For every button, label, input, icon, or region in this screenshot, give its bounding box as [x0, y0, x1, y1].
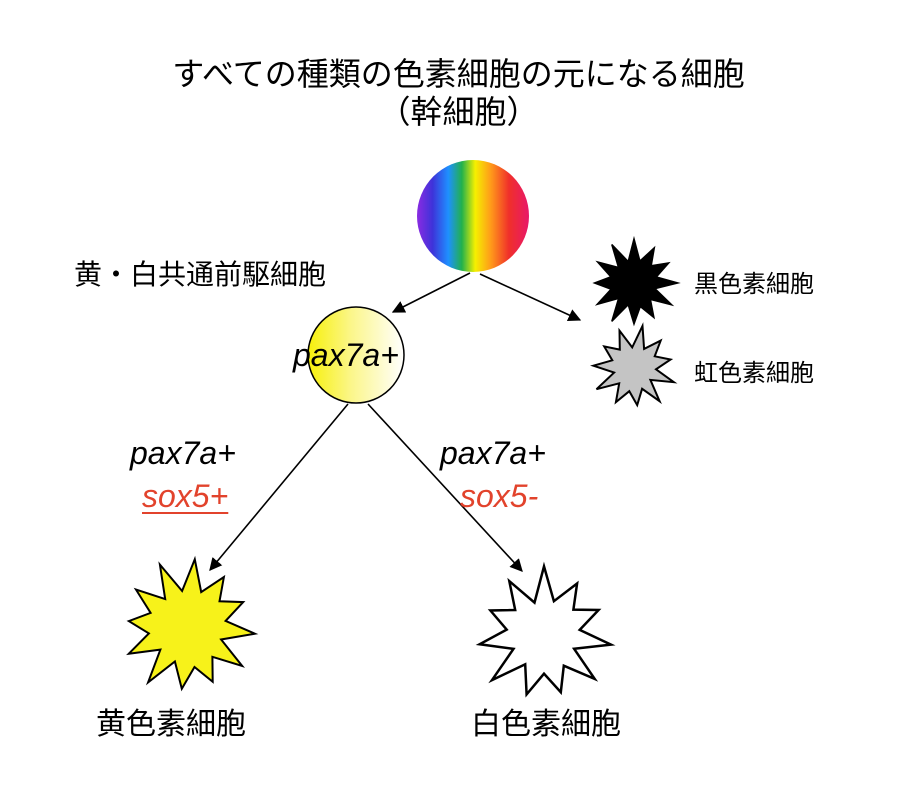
stem-cell [417, 160, 529, 272]
yellow-pigment-cell-shape [126, 555, 259, 692]
title-line-1: すべての種類の色素細胞の元になる細胞 [172, 55, 745, 93]
right-branch-marker-pax7a: pax7a+ [440, 435, 546, 471]
title-line-2: （幹細胞） [378, 93, 539, 131]
left-branch-marker-sox5: sox5+ [142, 478, 229, 514]
black-pigment-cell-label: 黒色素細胞 [694, 270, 814, 298]
precursor-cell [307, 306, 405, 404]
arrow-stem-to-precursor [391, 272, 471, 313]
iridophore-cell-shape [590, 322, 678, 408]
yellow-pigment-cell-label: 黄色素細胞 [96, 707, 246, 742]
right-branch-marker-sox5: sox5- [460, 478, 539, 514]
arrow-precursor-to-yellow [209, 403, 349, 571]
arrow-precursor-to-white [367, 403, 523, 572]
arrow-stem-to-side-cells [479, 273, 582, 322]
precursor-marker: pax7a+ [293, 337, 399, 373]
white-pigment-cell-label: 白色素細胞 [471, 707, 621, 742]
white-pigment-cell-shape [475, 561, 616, 698]
black-pigment-cell-shape [592, 235, 681, 327]
left-branch-marker-pax7a: pax7a+ [130, 435, 236, 471]
iridophore-label: 虹色素細胞 [694, 359, 814, 387]
precursor-label: 黄・白共通前駆細胞 [74, 258, 327, 291]
